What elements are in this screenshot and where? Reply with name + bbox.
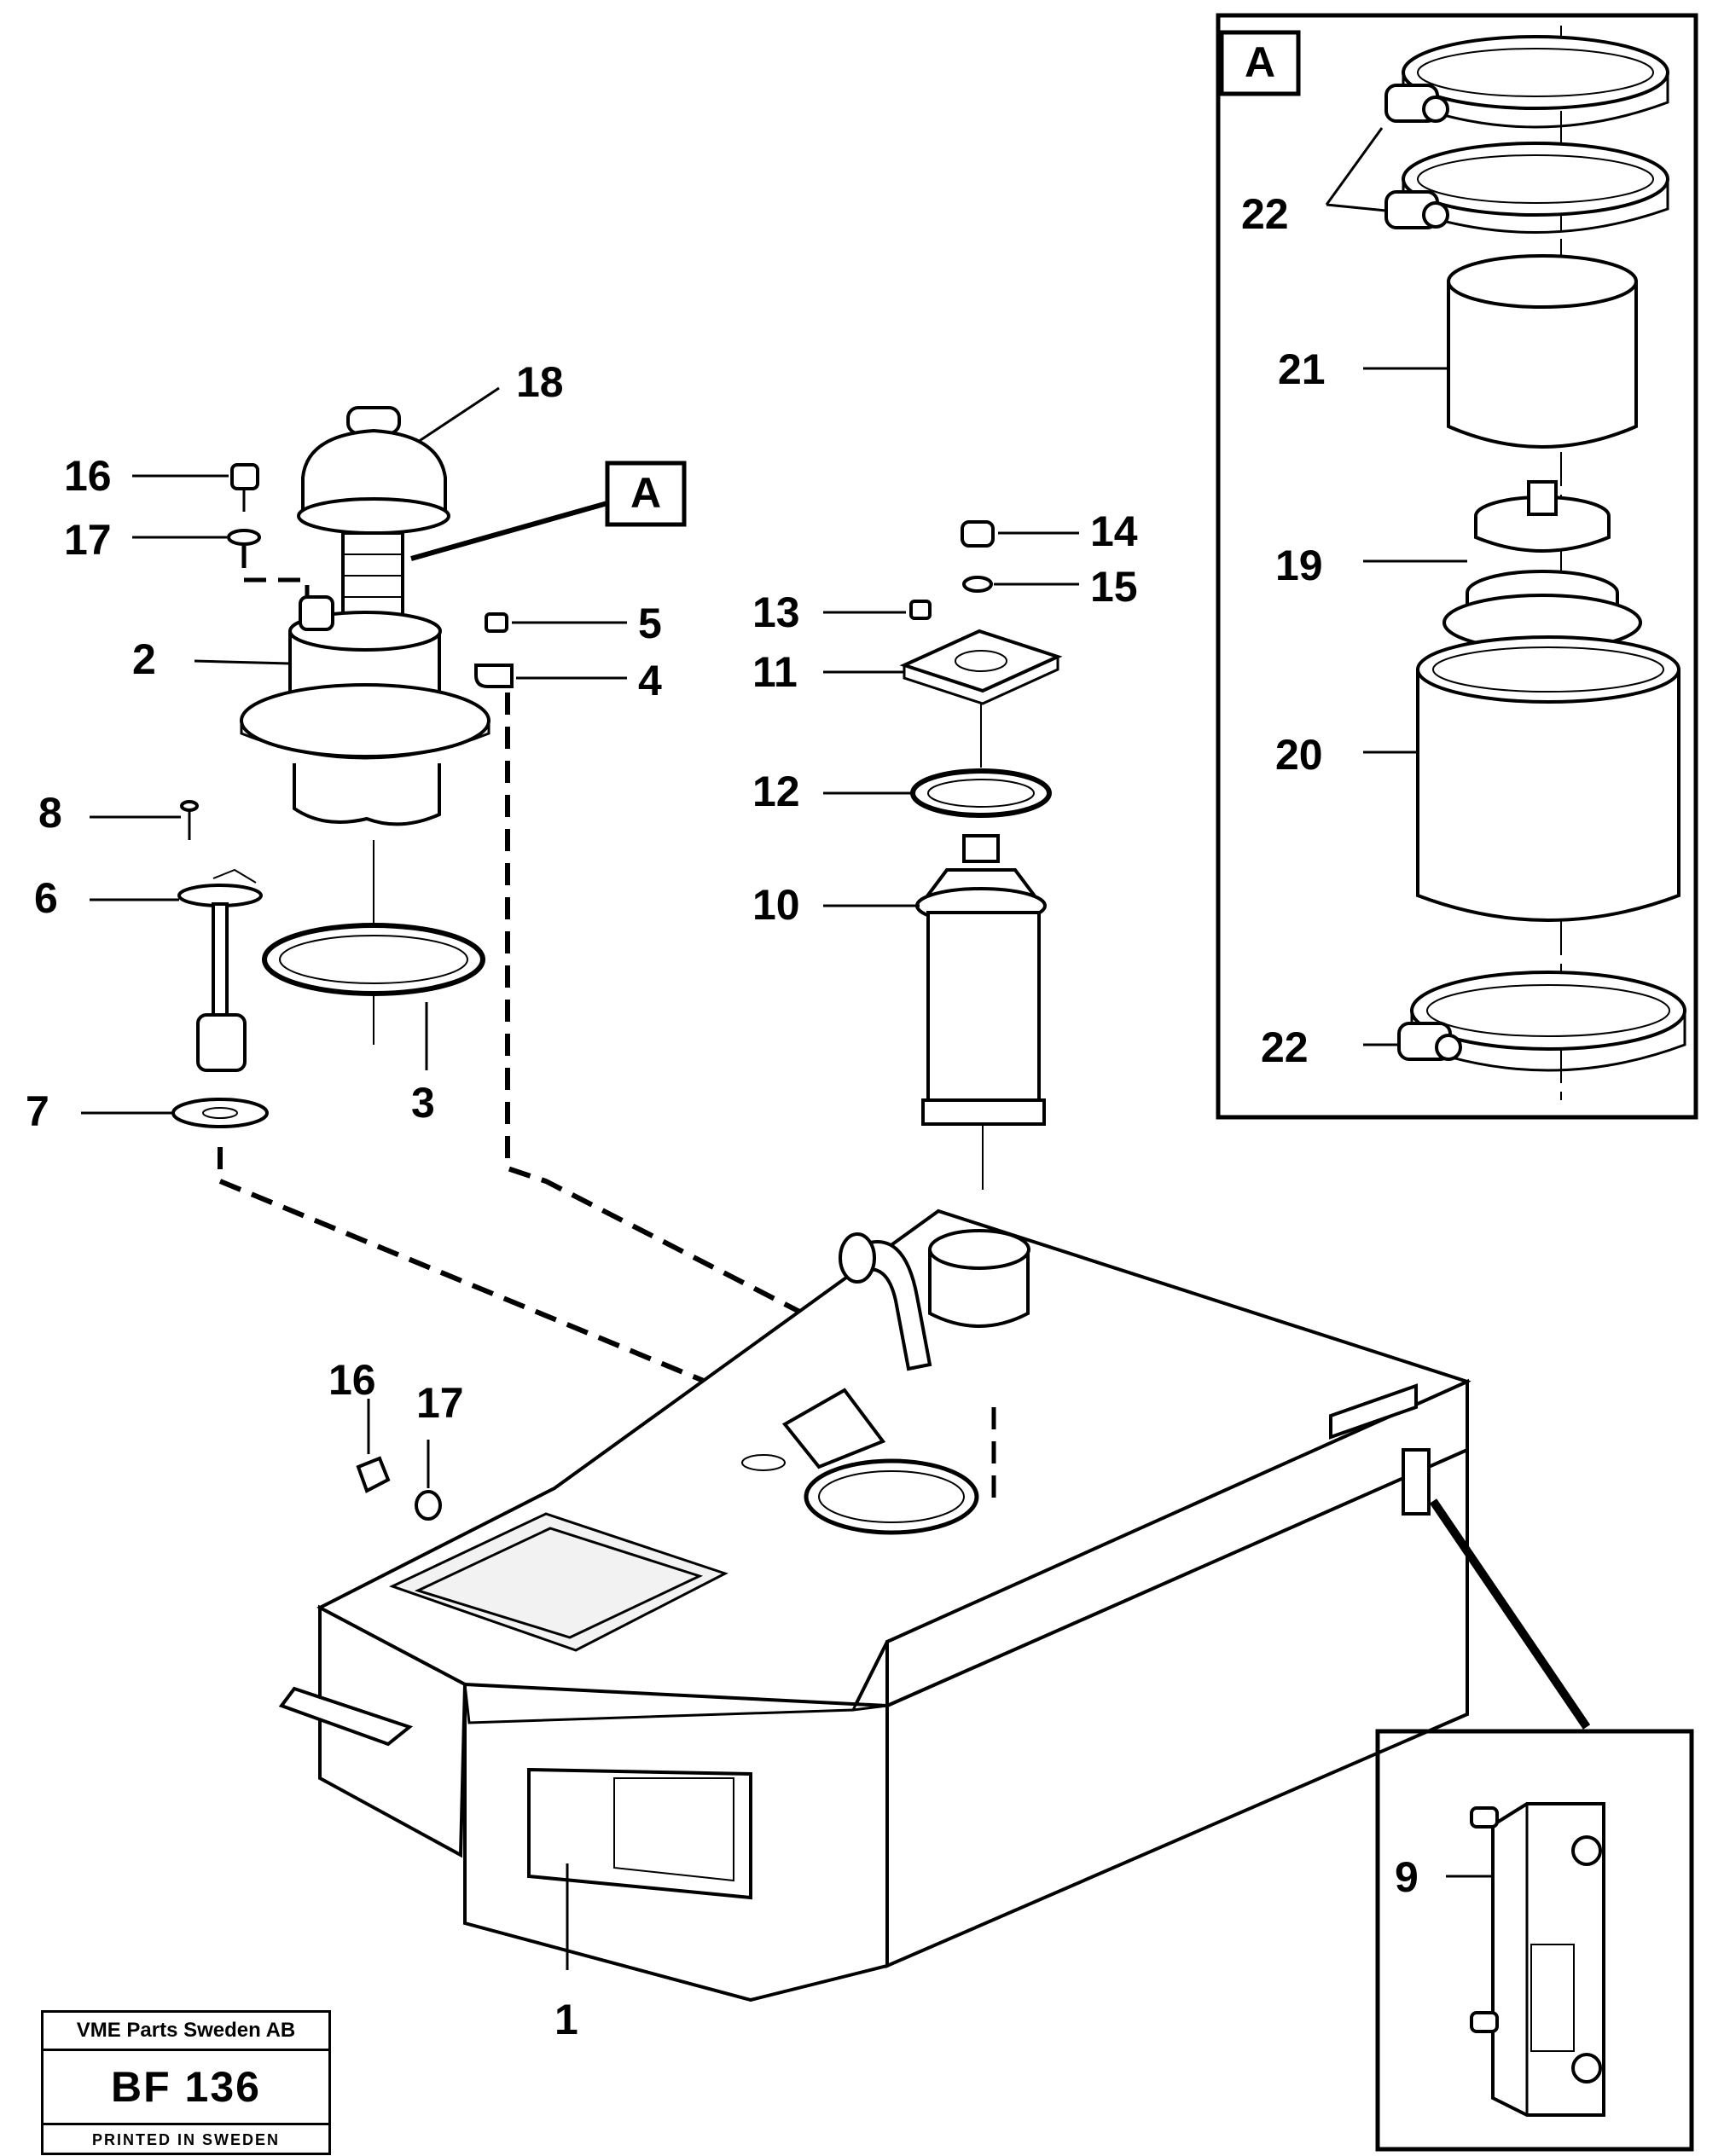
- callout-5: 5: [638, 600, 662, 647]
- hose-sleeve: [1447, 254, 1638, 449]
- level-glass-detail: 9: [1375, 1498, 1694, 2152]
- callout-11: 11: [752, 648, 798, 696]
- hose-clamp-lower: [1397, 971, 1686, 1072]
- detail-inset-a: A: [1216, 13, 1698, 1120]
- nut-and-clip: 5 4: [474, 600, 987, 1410]
- hydraulic-tank: 1: [278, 1208, 1471, 2043]
- callout-16-upper: 16: [64, 452, 112, 500]
- callout-22-upper: 22: [1241, 190, 1289, 238]
- callout-7: 7: [26, 1087, 49, 1135]
- callout-1: 1: [554, 1996, 578, 2043]
- callout-6: 6: [34, 874, 58, 922]
- breather-cap: [1442, 480, 1642, 652]
- callout-14: 14: [1090, 507, 1138, 555]
- level-gauge-sender: 8 6 7: [26, 789, 769, 1410]
- bolt-washer-lower: 16 17: [328, 1356, 464, 1521]
- inset-ref-label: A: [1245, 38, 1275, 86]
- callout-15: 15: [1090, 563, 1138, 611]
- callout-18: 18: [516, 358, 564, 406]
- callout-4: 4: [638, 657, 662, 704]
- callout-22-lower: 22: [1261, 1023, 1309, 1071]
- hose-clamp-upper-1: [1384, 35, 1669, 129]
- callout-17-lower: 17: [416, 1379, 464, 1427]
- callout-10: 10: [752, 881, 800, 929]
- callout-20: 20: [1275, 731, 1323, 779]
- callout-2: 2: [132, 635, 156, 683]
- callout-13: 13: [752, 588, 800, 636]
- callout-9: 9: [1395, 1853, 1419, 1901]
- callout-21: 21: [1278, 345, 1326, 393]
- drawing-code: BF 136: [44, 2051, 328, 2125]
- callout-12: 12: [752, 768, 800, 815]
- bolt-washer-upper: 16 17: [64, 452, 310, 597]
- printed-note: PRINTED IN SWEDEN: [91, 2130, 280, 2148]
- callout-17-upper: 17: [64, 516, 112, 564]
- filler-cap-assembly: A 18 2 3: [132, 358, 687, 1127]
- callout-3: 3: [411, 1079, 435, 1127]
- filter-housing: [1416, 635, 1680, 922]
- callout-8: 8: [38, 789, 62, 837]
- callout-19: 19: [1275, 542, 1323, 589]
- return-filter-assembly: 14 15 13 11 12 10: [752, 507, 1138, 1190]
- hose-clamp-upper-2: [1384, 142, 1669, 234]
- callout-16-lower: 16: [328, 1356, 376, 1404]
- main-ref-label: A: [630, 469, 661, 517]
- company-name: VME Parts Sweden AB: [44, 2013, 328, 2051]
- title-block: VME Parts Sweden AB BF 136 PRINTED IN SW…: [41, 2010, 331, 2155]
